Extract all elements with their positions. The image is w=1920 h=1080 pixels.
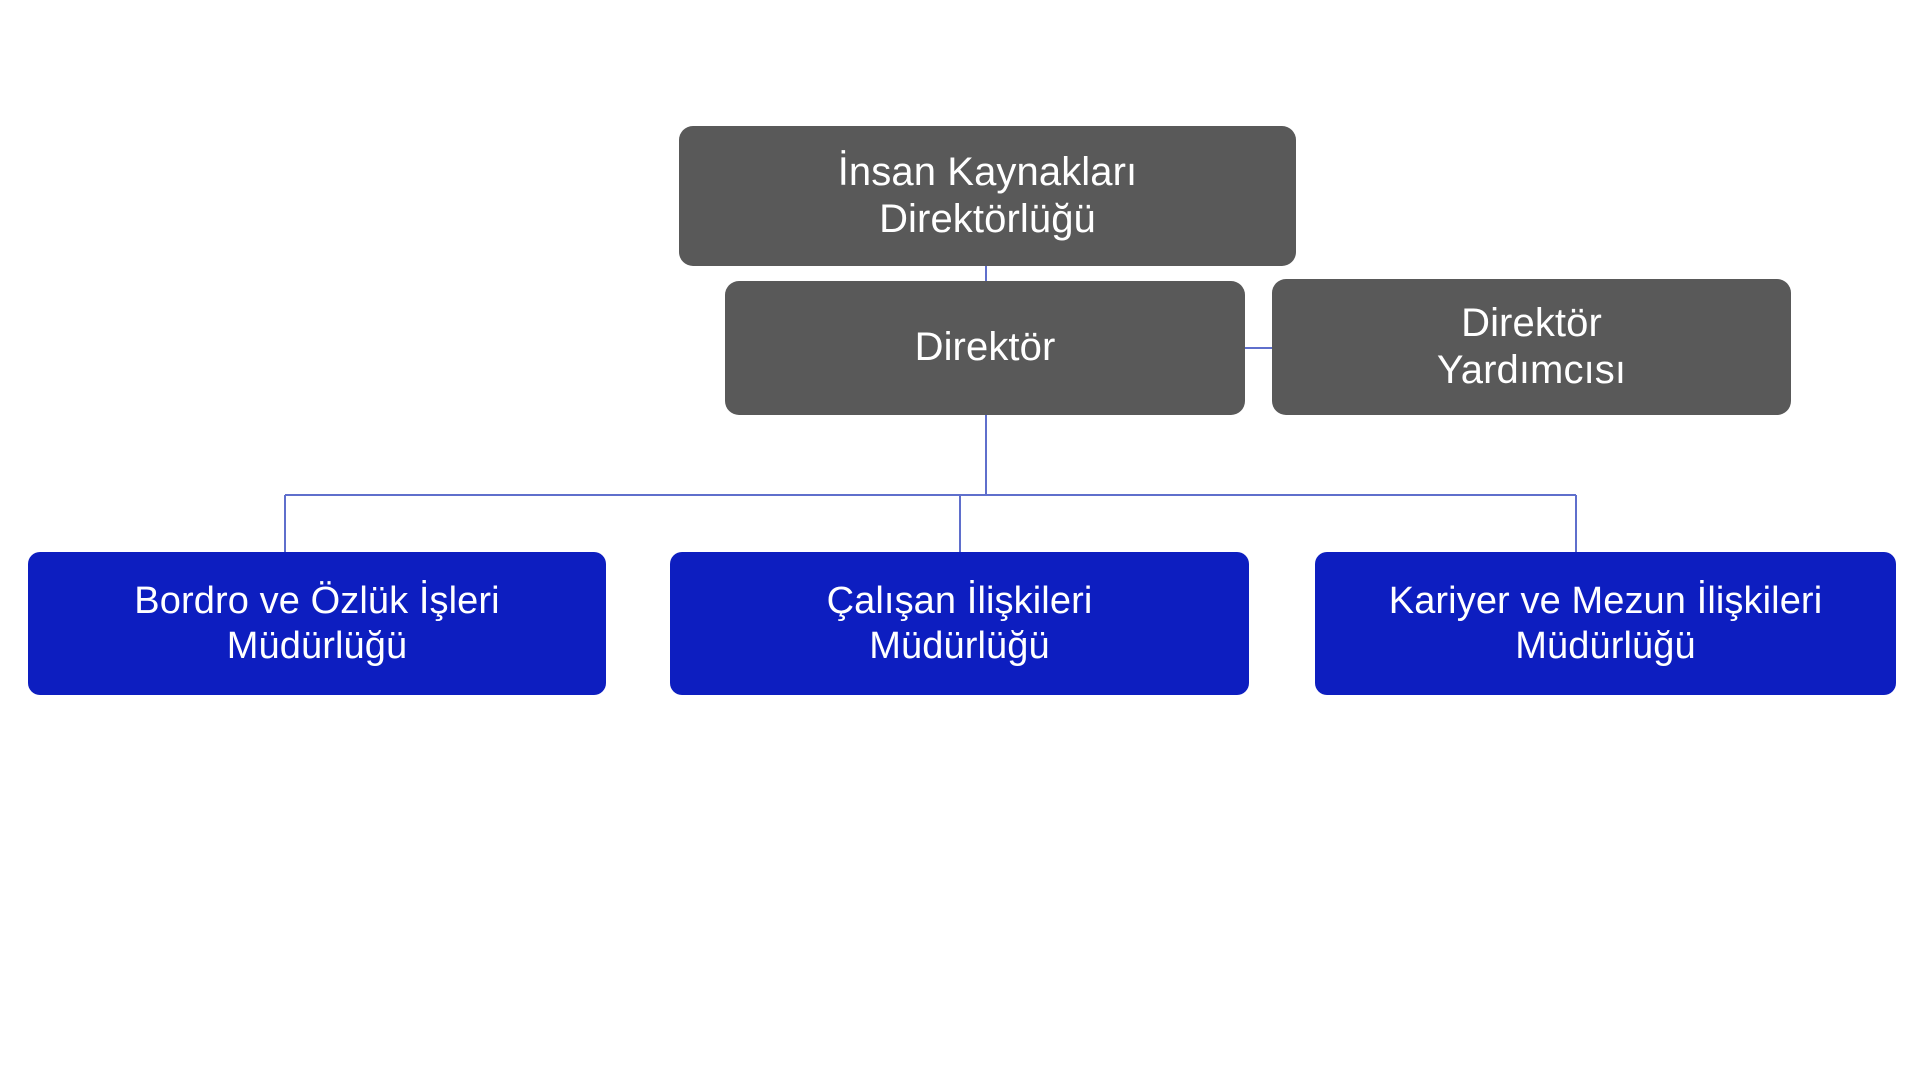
org-node-direktor[interactable]: Direktör: [725, 281, 1245, 415]
org-node-direktor-yardimcisi[interactable]: Direktör Yardımcısı: [1272, 279, 1791, 415]
org-node-bordro-ve-ozluk-isleri-mudurlugu[interactable]: Bordro ve Özlük İşleri Müdürlüğü: [28, 552, 606, 695]
org-node-kariyer-ve-mezun-iliskileri-mudurlugu[interactable]: Kariyer ve Mezun İlişkileri Müdürlüğü: [1315, 552, 1896, 695]
org-node-calisan-iliskileri-mudurlugu[interactable]: Çalışan İlişkileri Müdürlüğü: [670, 552, 1249, 695]
org-node-insan-kaynaklari-direktorlugu[interactable]: İnsan Kaynakları Direktörlüğü: [679, 126, 1296, 266]
